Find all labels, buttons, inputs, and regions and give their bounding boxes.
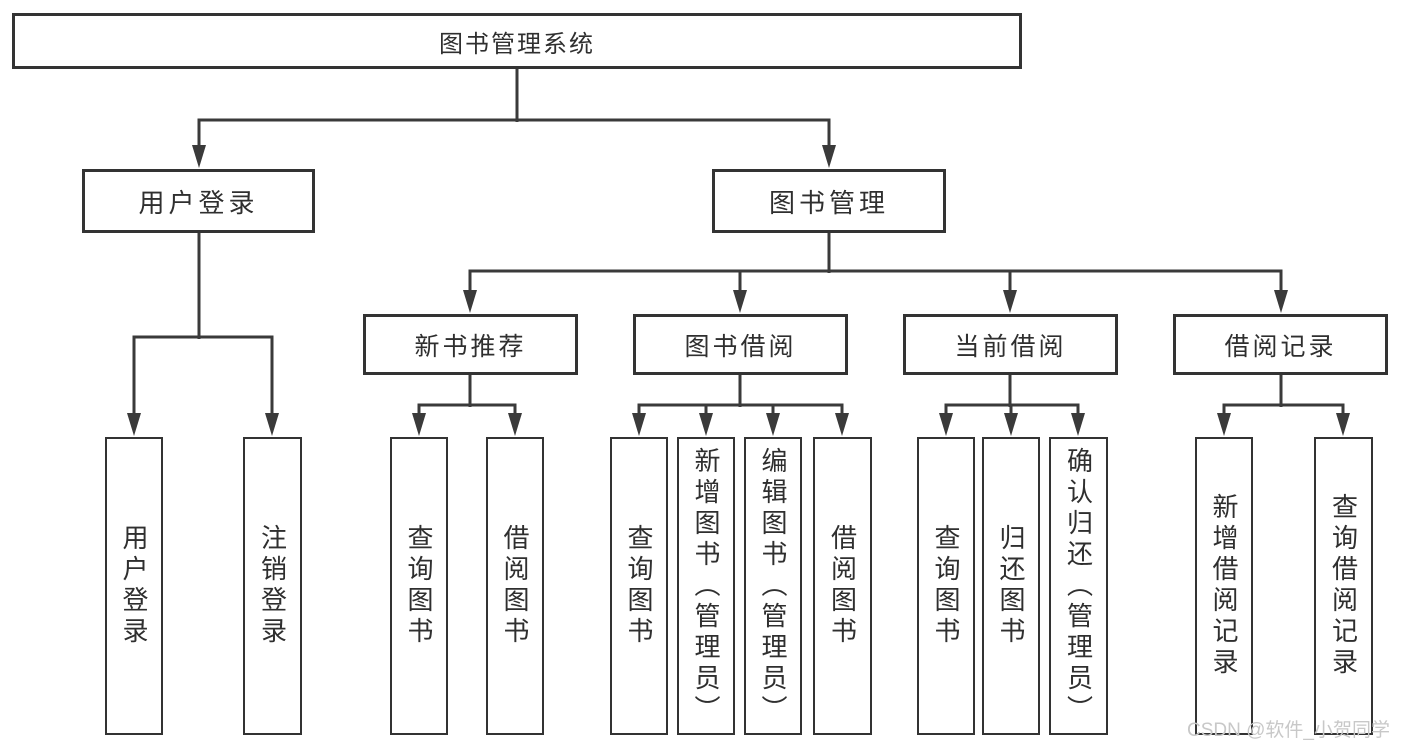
node-root-label: 图书管理系统 xyxy=(439,30,595,58)
node-book-borrow: 图书借阅 xyxy=(633,314,848,375)
leaf-borrow-books-1: 借阅图书 xyxy=(486,437,544,735)
leaf-query-books-3: 查询图书 xyxy=(917,437,975,735)
leaf-label: 用户登录 xyxy=(119,524,149,648)
node-current-borrow: 当前借阅 xyxy=(903,314,1118,375)
node-label: 图书借阅 xyxy=(684,332,797,361)
node-label: 新书推荐 xyxy=(414,332,527,361)
node-label: 当前借阅 xyxy=(954,332,1067,361)
leaf-label: 查询图书 xyxy=(931,524,961,648)
node-borrow-records: 借阅记录 xyxy=(1173,314,1388,375)
leaf-label: 借阅图书 xyxy=(500,524,530,648)
leaf-query-books-1: 查询图书 xyxy=(390,437,448,735)
node-label: 用户登录 xyxy=(138,187,259,218)
leaf-borrow-books-2: 借阅图书 xyxy=(813,437,872,735)
node-label: 图书管理 xyxy=(768,187,889,218)
node-label: 借阅记录 xyxy=(1224,332,1337,361)
leaf-return-books: 归还图书 xyxy=(982,437,1040,735)
node-new-book-recommend: 新书推荐 xyxy=(363,314,578,375)
leaf-query-books-2: 查询图书 xyxy=(610,437,668,735)
leaf-label: 查询借阅记录 xyxy=(1328,493,1359,679)
csdn-watermark: CSDN @软件_小贺同学 xyxy=(1187,720,1390,741)
leaf-confirm-return-admin: 确认归还（管理员） xyxy=(1049,437,1108,735)
leaf-label: 查询图书 xyxy=(624,524,654,648)
leaf-label: 借阅图书 xyxy=(827,524,858,648)
leaf-label: 查询图书 xyxy=(404,524,434,648)
node-root: 图书管理系统 xyxy=(12,13,1022,69)
leaf-label: 确认归还（管理员） xyxy=(1063,446,1094,726)
leaf-query-borrow-record: 查询借阅记录 xyxy=(1314,437,1373,735)
leaf-logout: 注销登录 xyxy=(243,437,302,735)
leaf-user-login: 用户登录 xyxy=(105,437,163,735)
leaf-label: 新增图书（管理员） xyxy=(691,446,721,726)
arrowheads xyxy=(127,145,1350,436)
leaf-edit-books-admin: 编辑图书（管理员） xyxy=(744,437,802,735)
leaf-add-borrow-record: 新增借阅记录 xyxy=(1195,437,1253,735)
node-user-login-group: 用户登录 xyxy=(82,169,315,233)
leaf-label: 编辑图书（管理员） xyxy=(758,446,788,726)
leaf-label: 归还图书 xyxy=(996,524,1026,648)
leaf-add-books-admin: 新增图书（管理员） xyxy=(677,437,735,735)
leaf-label: 新增借阅记录 xyxy=(1209,493,1239,679)
node-book-management: 图书管理 xyxy=(712,169,946,233)
leaf-label: 注销登录 xyxy=(257,524,288,648)
